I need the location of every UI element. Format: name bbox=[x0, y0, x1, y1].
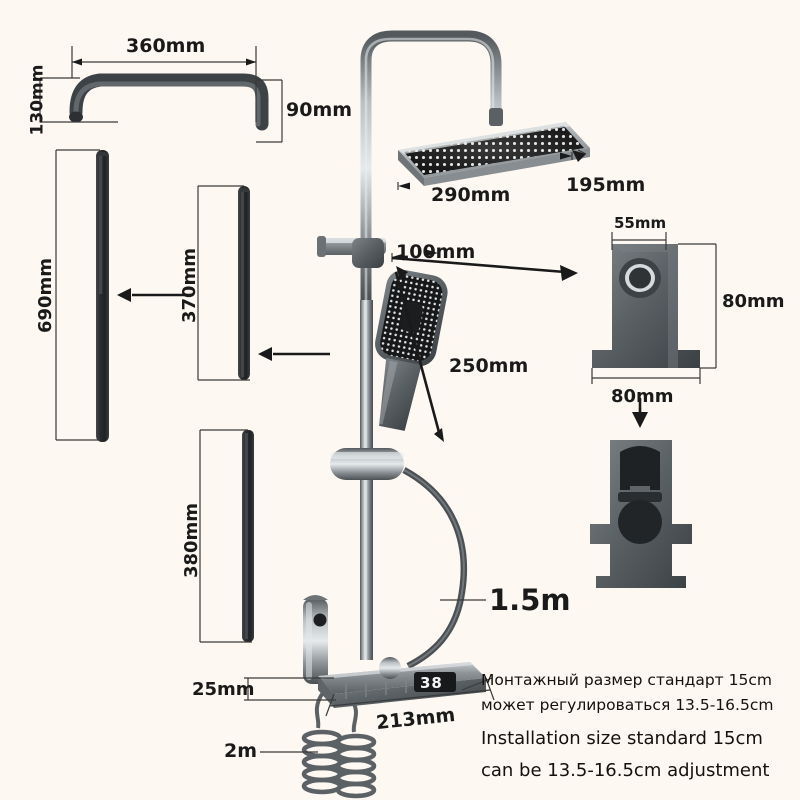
dim-label-bracket-height: 80mm bbox=[722, 291, 785, 312]
note-en-line1: Installation size standard 15cm bbox=[481, 728, 763, 749]
handheld-shower-illustration bbox=[375, 269, 448, 431]
dim-label-head-depth: 195mm bbox=[566, 174, 646, 196]
mixer-body-illustration bbox=[318, 657, 486, 708]
dim-label-hose-main: 1.5m bbox=[489, 583, 571, 617]
dim-label-rail-690: 690mm bbox=[35, 257, 57, 334]
shower-arm-illustration bbox=[69, 73, 269, 131]
dim-label-hose-bidet: 2m bbox=[224, 740, 258, 762]
bracket-section-illustration bbox=[590, 440, 692, 588]
dim-label-head-width: 290mm bbox=[431, 184, 511, 206]
bidet-spray-illustration bbox=[303, 595, 328, 684]
dim-label-arm-rise: 90mm bbox=[286, 99, 353, 121]
note-en-line2: can be 13.5-16.5cm adjustment bbox=[481, 760, 770, 781]
note-ru-line1: Монтажный размер стандарт 15cm bbox=[481, 671, 772, 689]
temperature-display-panel bbox=[414, 672, 456, 692]
note-ru-line2: может регулироваться 13.5-16.5cm bbox=[481, 696, 774, 714]
dim-label-mixer-height: 25mm bbox=[192, 679, 255, 700]
dim-label-holder-offset: 100mm bbox=[396, 241, 476, 263]
rail-690-illustration bbox=[96, 150, 109, 442]
dim-label-handset-len: 250mm bbox=[449, 355, 529, 377]
slider-ring-illustration bbox=[330, 448, 404, 480]
leader-lines bbox=[132, 256, 642, 437]
dim-label-arm-length: 360mm bbox=[126, 35, 206, 57]
dim-label-bracket-base: 80mm bbox=[611, 386, 674, 407]
dim-label-arm-drop: 130mm bbox=[27, 64, 48, 136]
rail-380-illustration bbox=[242, 430, 254, 642]
dim-label-rail-370: 370mm bbox=[179, 247, 201, 324]
wall-bracket-illustration bbox=[592, 244, 700, 368]
dim-label-rail-380: 380mm bbox=[181, 502, 203, 579]
rain-shower-head-illustration bbox=[398, 122, 590, 186]
handset-holder-illustration bbox=[317, 236, 386, 268]
temperature-display-value: 38 bbox=[420, 674, 443, 692]
rail-370-illustration bbox=[238, 186, 250, 380]
dimension-arrowheads bbox=[72, 58, 648, 442]
dim-label-bracket-top: 55mm bbox=[614, 214, 667, 232]
bidet-hose-illustration bbox=[301, 692, 377, 799]
